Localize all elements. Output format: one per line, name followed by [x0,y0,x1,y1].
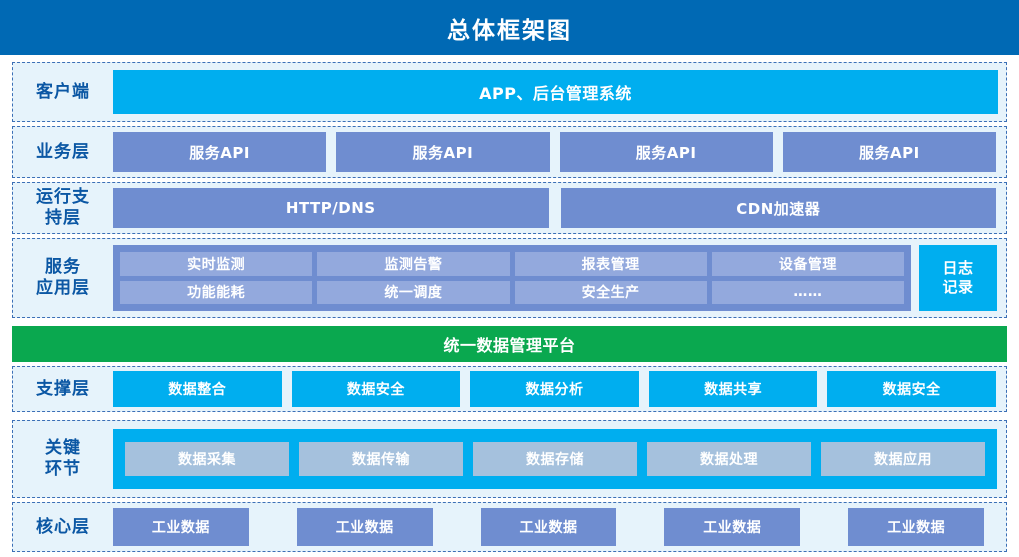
service-module-grid: 实时监测 监测告警 报表管理 设备管理 功能能耗 统一调度 安全生产 …… [113,245,911,311]
service-log-line2: 记录 [942,278,974,296]
layer-label-core: 核心层 [36,516,90,537]
layer-label-business: 业务层 [36,141,90,162]
key-step-data-application[interactable]: 数据应用 [821,442,985,476]
layer-body-support: 数据整合 数据安全 数据分析 数据共享 数据安全 [113,367,1006,411]
support-box-data-analysis[interactable]: 数据分析 [470,371,639,407]
key-step-data-processing[interactable]: 数据处理 [647,442,811,476]
service-api-box-2[interactable]: 服务API [336,132,550,172]
layer-label-runtime-support: 运行支 持层 [13,187,113,228]
layer-row-support: 支撑层 数据整合 数据安全 数据分析 数据共享 数据安全 [12,366,1007,412]
service-module-device-management[interactable]: 设备管理 [711,252,904,276]
layer-label-runtime-line2: 持层 [45,208,81,228]
layer-label-support: 支撑层 [36,378,90,399]
service-api-box-1[interactable]: 服务API [113,132,327,172]
layer-label-service-application: 服务 应用层 [13,257,113,298]
layer-label-runtime-line1: 运行支 [36,187,90,208]
service-module-monitor-alarm[interactable]: 监测告警 [317,252,510,276]
layer-label-key-steps: 关键 环节 [13,438,113,479]
runtime-cdn-box[interactable]: CDN加速器 [560,188,996,228]
layer-label-service-line1: 服务 [45,257,81,278]
service-log-line1: 日志 [942,259,974,278]
layer-label-service-line2: 应用层 [36,278,90,298]
service-module-row-1: 实时监测 监测告警 报表管理 设备管理 [120,252,904,276]
layer-body-business: 服务API 服务API 服务API 服务API [113,127,1006,177]
support-box-data-security-2[interactable]: 数据安全 [827,371,996,407]
core-box-industrial-data-3[interactable]: 工业数据 [480,508,617,546]
layer-body-client: APP、后台管理系统 [113,63,1006,121]
layer-body-runtime-support: HTTP/DNS CDN加速器 [113,183,1006,233]
support-box-data-security-1[interactable]: 数据安全 [291,371,461,407]
diagram-title-bar: 总体框架图 [0,0,1019,55]
unified-data-platform-bar[interactable]: 统一数据管理平台 [12,326,1007,362]
layer-body-core: 工业数据 工业数据 工业数据 工业数据 工业数据 [113,503,1006,551]
service-module-more[interactable]: …… [711,280,904,304]
support-box-data-integration[interactable]: 数据整合 [113,371,282,407]
service-module-report-management[interactable]: 报表管理 [514,252,707,276]
service-log-record-box[interactable]: 日志 记录 [919,245,997,311]
layer-row-service-application: 服务 应用层 实时监测 监测告警 报表管理 设备管理 功能能耗 统一调度 安全生… [12,238,1007,318]
core-box-industrial-data-4[interactable]: 工业数据 [664,508,801,546]
runtime-http-dns-box[interactable]: HTTP/DNS [113,188,549,228]
layer-body-key-steps: 数据采集 数据传输 数据存储 数据处理 数据应用 [113,421,1006,497]
service-module-safe-production[interactable]: 安全生产 [514,280,707,304]
layer-row-key-steps: 关键 环节 数据采集 数据传输 数据存储 数据处理 数据应用 [12,420,1007,498]
layer-row-client: 客户端 APP、后台管理系统 [12,62,1007,122]
key-step-data-collection[interactable]: 数据采集 [125,442,289,476]
layer-row-business: 业务层 服务API 服务API 服务API 服务API [12,126,1007,178]
layer-label-client: 客户端 [36,81,90,102]
page-title: 总体框架图 [447,17,572,44]
layer-body-service-application: 实时监测 监测告警 报表管理 设备管理 功能能耗 统一调度 安全生产 …… 日志… [113,239,1006,317]
client-app-box[interactable]: APP、后台管理系统 [113,70,998,114]
service-module-realtime-monitor[interactable]: 实时监测 [120,252,313,276]
key-step-data-storage[interactable]: 数据存储 [473,442,637,476]
core-box-industrial-data-5[interactable]: 工业数据 [848,508,984,546]
service-module-row-2: 功能能耗 统一调度 安全生产 …… [120,280,904,304]
service-api-box-3[interactable]: 服务API [559,132,773,172]
layer-label-key-line2: 环节 [45,459,81,479]
core-box-industrial-data-2[interactable]: 工业数据 [296,508,433,546]
service-api-box-4[interactable]: 服务API [782,132,996,172]
service-module-unified-dispatch[interactable]: 统一调度 [317,280,510,304]
key-steps-strip: 数据采集 数据传输 数据存储 数据处理 数据应用 [113,429,997,489]
layer-row-core: 核心层 工业数据 工业数据 工业数据 工业数据 工业数据 [12,502,1007,552]
support-box-data-sharing[interactable]: 数据共享 [648,371,818,407]
core-box-industrial-data-1[interactable]: 工业数据 [113,508,249,546]
layer-row-runtime-support: 运行支 持层 HTTP/DNS CDN加速器 [12,182,1007,234]
layer-label-key-line1: 关键 [45,438,81,459]
service-module-energy-consumption[interactable]: 功能能耗 [120,280,313,304]
key-step-data-transmission[interactable]: 数据传输 [299,442,463,476]
